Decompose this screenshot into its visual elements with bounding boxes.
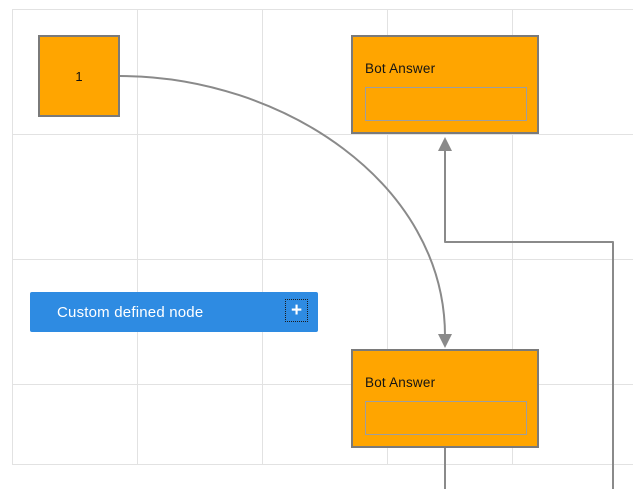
node-bot-answer-top[interactable]: Bot Answer [351,35,539,134]
node-title: Bot Answer [365,61,436,76]
connector-curve[interactable] [119,75,452,348]
connector-orthogonal[interactable] [438,137,614,489]
node-input-box[interactable] [365,87,527,121]
node-start-label: 1 [75,68,83,84]
plus-glyph: + [290,300,303,321]
custom-node-label: Custom defined node [57,303,204,321]
node-title: Bot Answer [365,375,436,390]
arrowhead-down-icon [438,334,452,348]
arrowhead-up-icon [438,137,452,151]
node-input-box[interactable] [365,401,527,435]
node-bot-answer-bottom[interactable]: Bot Answer [351,349,539,448]
node-start[interactable]: 1 [38,35,120,117]
node-custom-defined[interactable]: Custom defined node + [30,292,318,332]
connector-orthogonal-return-segment[interactable] [444,151,614,489]
connector-curve-path[interactable] [119,75,446,337]
plus-icon[interactable]: + [285,299,308,322]
